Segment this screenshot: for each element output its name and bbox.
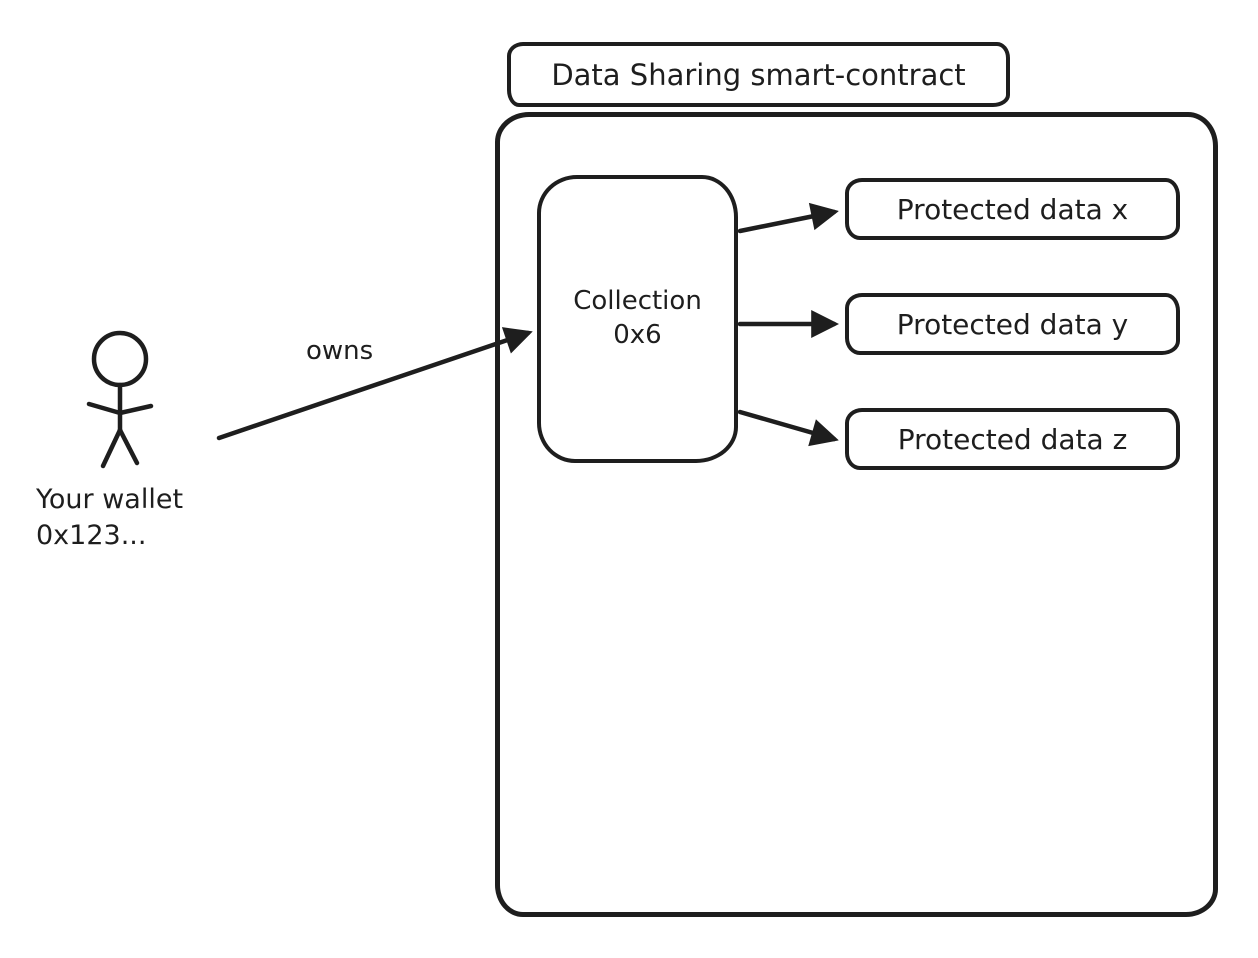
smart-contract-title-box: Data Sharing smart-contract	[507, 42, 1010, 107]
wallet-actor-icon	[86, 330, 154, 469]
owns-arrow	[216, 333, 528, 441]
protected-data-node-x: Protected data x	[845, 178, 1180, 240]
collection-label-line2: 0x6	[613, 320, 662, 350]
collection-label-line1: Collection	[573, 286, 702, 317]
wallet-label-line1: Your wallet	[36, 484, 184, 515]
wallet-label-line2: 0x123...	[36, 519, 147, 551]
protected-data-label-y: Protected data y	[896, 307, 1129, 341]
wallet-label: Your wallet 0x123...	[36, 482, 183, 553]
owns-edge-label: owns	[306, 336, 374, 366]
protected-data-node-y: Protected data y	[845, 293, 1180, 355]
protected-data-node-z: Protected data z	[845, 408, 1180, 470]
protected-data-label-z: Protected data z	[897, 422, 1128, 456]
protected-data-label-x: Protected data x	[896, 192, 1129, 226]
collection-node: Collection 0x6	[537, 175, 738, 463]
smart-contract-title-label: Data Sharing smart-contract	[551, 57, 966, 92]
